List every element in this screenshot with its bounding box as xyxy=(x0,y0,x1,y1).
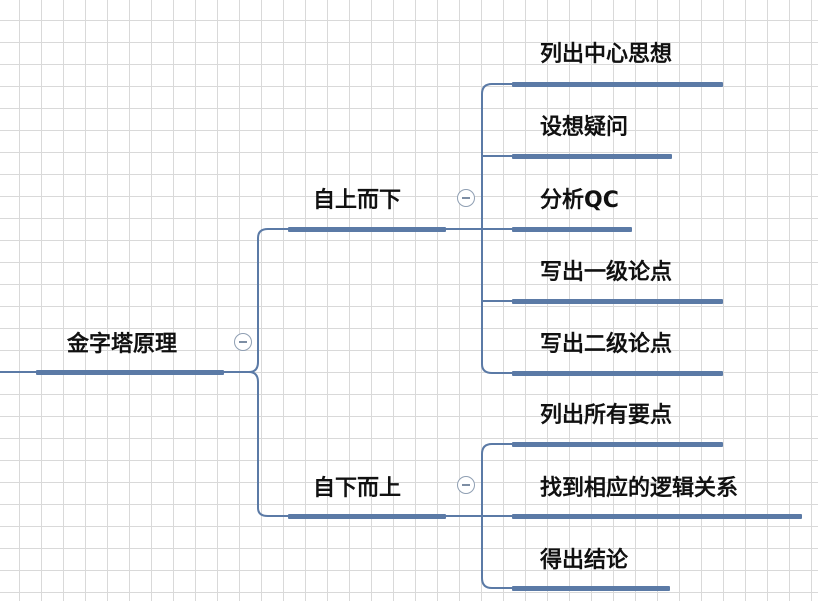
root-to-branch-connector-1 xyxy=(224,228,288,373)
branch-1-child-4-underline xyxy=(512,299,723,304)
branch-1-child-1-label[interactable]: 列出中心思想 xyxy=(540,42,673,67)
branch-1-child-4-label[interactable]: 写出一级论点 xyxy=(540,260,673,285)
branch-2-connector xyxy=(446,443,512,589)
branch-1-child-2-underline xyxy=(512,154,672,159)
branch-1-child-3-label[interactable]: 分析QC xyxy=(540,188,619,213)
branch-2-child-2-underline xyxy=(512,514,802,519)
branch-2-child-3-label[interactable]: 得出结论 xyxy=(540,548,629,573)
root-node-label[interactable]: 金字塔原理 xyxy=(67,332,178,357)
branch-1-collapse-minus-circle-icon[interactable] xyxy=(457,189,475,207)
branch-1-child-2-label[interactable]: 设想疑问 xyxy=(540,115,629,140)
branch-1-child-1-underline xyxy=(512,82,723,87)
branch-2-child-1-label[interactable]: 列出所有要点 xyxy=(540,403,673,428)
branch-2-collapse-minus-circle-icon[interactable] xyxy=(457,476,475,494)
root-to-branch-connector-2 xyxy=(248,371,288,517)
branch-1-label[interactable]: 自上而下 xyxy=(313,188,402,213)
root-node-underline xyxy=(36,370,224,375)
branch-1-underline xyxy=(288,227,446,232)
root-collapse-minus-circle-icon[interactable] xyxy=(234,333,252,351)
branch-2-child-1-underline xyxy=(512,442,723,447)
branch-2-child-3-underline xyxy=(512,586,670,591)
branch-2-label[interactable]: 自下而上 xyxy=(313,476,402,501)
branch-2-child-2-label[interactable]: 找到相应的逻辑关系 xyxy=(540,476,739,501)
branch-1-connector xyxy=(446,83,512,374)
branch-1-child-5-underline xyxy=(512,371,723,376)
branch-2-underline xyxy=(288,514,446,519)
branch-1-child-5-label[interactable]: 写出二级论点 xyxy=(540,332,673,357)
branch-1-child-3-underline xyxy=(512,227,632,232)
